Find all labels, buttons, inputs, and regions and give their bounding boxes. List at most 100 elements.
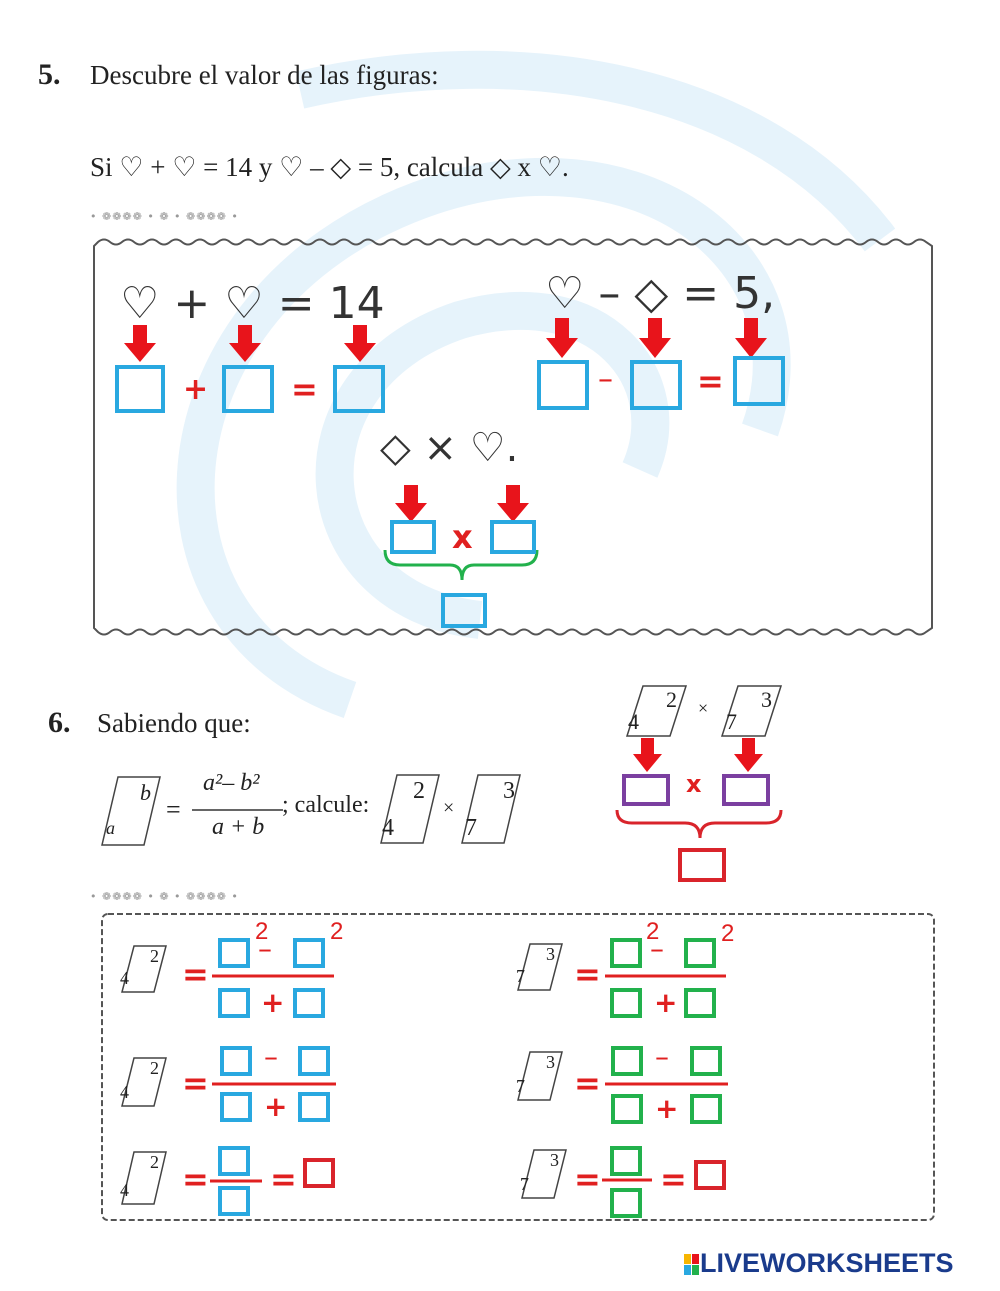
equals-sign: = [270, 1160, 297, 1198]
box-l1-d[interactable] [293, 988, 325, 1018]
parallelogram-row1-r [517, 943, 563, 991]
box-r1-d[interactable] [684, 988, 716, 1018]
equation-3: ◇ × ♡. [380, 425, 519, 471]
parallelogram-42 [380, 774, 440, 844]
box-l2-b[interactable] [298, 1046, 330, 1076]
answer-box-diamond-1[interactable] [630, 360, 682, 410]
param-b: b [140, 780, 151, 805]
row3-right-7: 7 [520, 1174, 529, 1194]
parallelogram-row1-l [121, 945, 167, 993]
parallelogram-top-73 [720, 685, 783, 737]
equals-sign: = [697, 362, 724, 400]
answer-box-heart-4[interactable] [490, 520, 536, 554]
equation-2: ♡ – ◇ = 5, [545, 268, 776, 319]
question-5-title: Descubre el valor de las figuras: [90, 60, 439, 90]
row1-left-2: 2 [150, 946, 159, 966]
down-arrow-icon [639, 318, 671, 358]
box-r1-a[interactable] [610, 938, 642, 968]
parallelogram-top-42 [625, 685, 688, 737]
plus-sign: + [261, 986, 285, 1019]
row1-right-3: 3 [546, 944, 555, 964]
question-number-6: 6. [48, 706, 71, 739]
minus-sign: – [650, 932, 664, 965]
green-brace [383, 549, 539, 581]
top-num-3: 3 [761, 687, 772, 712]
answer-box-product[interactable] [441, 593, 487, 628]
definition-denominator: a + b [212, 814, 265, 840]
box-l2-c[interactable] [220, 1092, 252, 1122]
down-arrow-icon [735, 318, 767, 358]
num-2: 2 [413, 778, 425, 804]
box-r3-den[interactable] [610, 1188, 642, 1218]
param-a: a [106, 818, 115, 838]
parallelogram-row2-l [121, 1057, 167, 1107]
box-r2-a[interactable] [611, 1046, 643, 1076]
answer-box-top-right[interactable] [722, 774, 770, 806]
down-arrow-icon [395, 485, 427, 522]
box-l3-den[interactable] [218, 1186, 250, 1216]
box-r1-c[interactable] [610, 988, 642, 1018]
box-r2-c[interactable] [611, 1094, 643, 1124]
definition-equals: = [166, 795, 181, 824]
down-arrow-icon [546, 318, 578, 358]
box-r2-b[interactable] [690, 1046, 722, 1076]
question-number-5: 5. [38, 58, 61, 91]
equals-sign: = [574, 1160, 601, 1198]
parallelogram-row3-l [121, 1151, 167, 1205]
box-r2-d[interactable] [690, 1094, 722, 1124]
down-arrow-icon [344, 325, 376, 362]
down-arrow-icon [124, 325, 156, 362]
box-l3-num[interactable] [218, 1146, 250, 1176]
row3-right-3: 3 [550, 1150, 559, 1170]
box-r3-result[interactable] [694, 1160, 726, 1190]
box-l2-a[interactable] [220, 1046, 252, 1076]
box-l1-b[interactable] [293, 938, 325, 968]
box-l3-result[interactable] [303, 1158, 335, 1188]
row2-left-4: 4 [120, 1082, 129, 1102]
answer-box-sum[interactable] [333, 365, 385, 413]
row3-left-2: 2 [150, 1152, 159, 1172]
down-arrow-icon [734, 738, 763, 772]
box-l1-c[interactable] [218, 988, 250, 1018]
answer-box-top-left[interactable] [622, 774, 670, 806]
exponent: 2 [255, 918, 269, 945]
times-sign: x [452, 518, 473, 556]
down-arrow-icon [497, 485, 529, 522]
equals-sign: = [182, 955, 209, 993]
box-r1-b[interactable] [684, 938, 716, 968]
exponent: 2 [330, 918, 344, 945]
separator-dots-2: • ❁❁❁❁ • ❁ • ❁❁❁❁ • [90, 890, 239, 903]
equals-sign: = [182, 1160, 209, 1198]
plus-sign: + [183, 372, 209, 407]
answer-box-top-product[interactable] [678, 848, 726, 882]
box-l2-d[interactable] [298, 1092, 330, 1122]
box-l1-a[interactable] [218, 938, 250, 968]
parallelogram-ab [101, 776, 161, 846]
minus-sign: – [264, 1040, 278, 1073]
times-small: × [443, 797, 455, 819]
red-brace [615, 809, 783, 839]
equals-sign: = [574, 1064, 601, 1102]
liveworksheets-logo-icon [684, 1254, 699, 1275]
equals-sign: = [182, 1064, 209, 1102]
answer-frame-1 [93, 238, 933, 636]
answer-box-heart-1[interactable] [115, 365, 165, 413]
answer-box-difference[interactable] [733, 356, 785, 406]
question-5-statement: Si ♡ + ♡ = 14 y ♡ – ◇ = 5, calcula ◇ x ♡… [90, 152, 569, 182]
brand-name: LIVEWORKSHEETS [700, 1248, 954, 1278]
answer-box-heart-3[interactable] [537, 360, 589, 410]
exponent: 2 [646, 918, 660, 945]
top-num-7: 7 [726, 709, 737, 734]
plus-sign: + [654, 986, 678, 1019]
answer-box-heart-2[interactable] [222, 365, 274, 413]
minus-sign: – [655, 1040, 669, 1073]
separator-dots-1: • ❁❁❁❁ • ❁ • ❁❁❁❁ • [90, 210, 239, 223]
times-sign: x [686, 770, 702, 798]
box-r3-num[interactable] [610, 1146, 642, 1176]
answer-box-diamond-2[interactable] [390, 520, 436, 554]
question-6-title: Sabiendo que: [97, 708, 251, 738]
top-num-2: 2 [666, 687, 677, 712]
